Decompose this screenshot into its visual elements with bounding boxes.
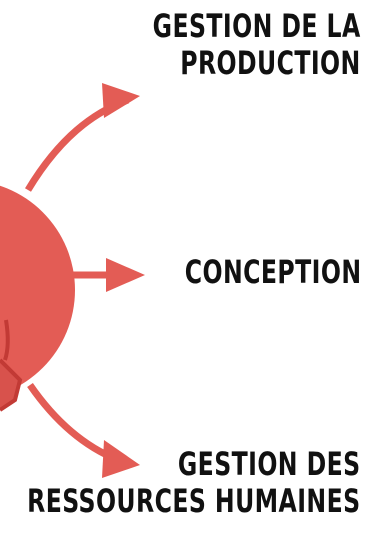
label-rh: GESTION DES RESSOURCES HUMAINES bbox=[28, 446, 361, 520]
circle-accent-shape bbox=[0, 358, 23, 412]
label-production-line-1: GESTION DE LA bbox=[152, 7, 361, 45]
label-production-line-2: PRODUCTION bbox=[180, 43, 361, 82]
label-conception: CONCEPTION bbox=[184, 254, 361, 291]
center-circle bbox=[0, 185, 75, 395]
label-rh-line-2: RESSOURCES HUMAINES bbox=[27, 481, 361, 520]
arrowhead-conception bbox=[106, 258, 145, 292]
arrow-production bbox=[24, 96, 130, 192]
arrowhead-rh bbox=[102, 440, 140, 478]
label-rh-line-1: GESTION DES bbox=[178, 445, 361, 483]
arrowhead-production bbox=[102, 83, 140, 118]
label-production: GESTION DE LA PRODUCTION bbox=[153, 8, 361, 82]
circle-accent-line bbox=[3, 319, 10, 361]
label-conception-line-1: CONCEPTION bbox=[184, 253, 361, 291]
